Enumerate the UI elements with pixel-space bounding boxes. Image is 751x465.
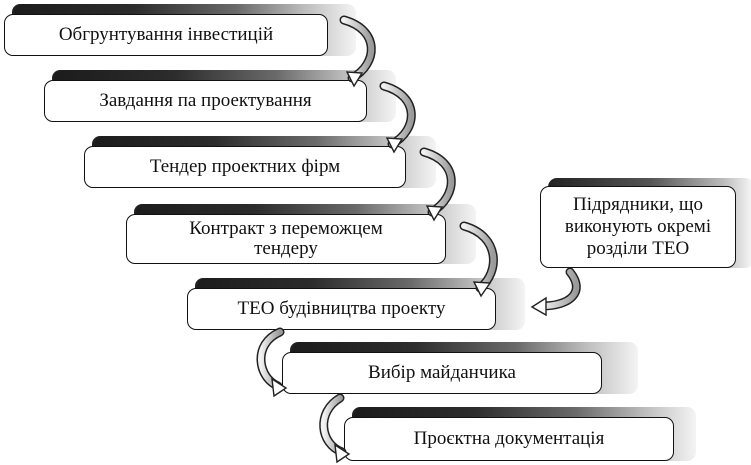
step-label-line1: Контракт з переможцем (189, 218, 383, 239)
contractors-box-face: Підрядники, що виконують окремі розділи … (540, 186, 736, 268)
arrow-contractors-to-step5 (530, 267, 581, 317)
step-box: Тендер проектних фірм (84, 146, 406, 188)
step-contract-with-winner: Контракт з переможцем тендеру (126, 204, 476, 264)
step-site-selection: Вибір майданчика (282, 342, 638, 394)
contractors-line2: виконують окремі (564, 216, 712, 237)
step-project-documentation: Проєктна документація (344, 407, 696, 461)
step-investment-justification: Обгрунтування інвестицій (4, 4, 356, 56)
step-box: ТЕО будівництва проекту (187, 288, 496, 330)
step-box: Проєктна документація (344, 417, 674, 461)
step-design-assignment: Завдання па проектування (44, 70, 396, 122)
step-label: Тендер проектних фірм (149, 156, 341, 177)
step-label-line2: тендеру (254, 238, 318, 259)
step-label: ТЕО будівництва проекту (237, 298, 446, 319)
step-feasibility-study: ТЕО будівництва проекту (187, 278, 525, 330)
step-box: Завдання па проектування (44, 80, 367, 122)
contractors-line3: розділи ТЕО (586, 238, 690, 259)
contractors-box: Підрядники, що виконують окремі розділи … (540, 178, 751, 268)
step-label: Завдання па проектування (99, 90, 312, 111)
step-design-firms-tender: Тендер проектних фірм (84, 136, 436, 188)
step-label: Проєктна документація (413, 428, 605, 449)
step-box: Контракт з переможцем тендеру (126, 214, 446, 264)
step-box: Обгрунтування інвестицій (4, 14, 328, 56)
contractors-line1: Підрядники, що (573, 194, 703, 215)
step-label: Обгрунтування інвестицій (58, 24, 274, 45)
step-box: Вибір майданчика (282, 352, 602, 394)
step-label: Вибір майданчика (368, 362, 516, 383)
